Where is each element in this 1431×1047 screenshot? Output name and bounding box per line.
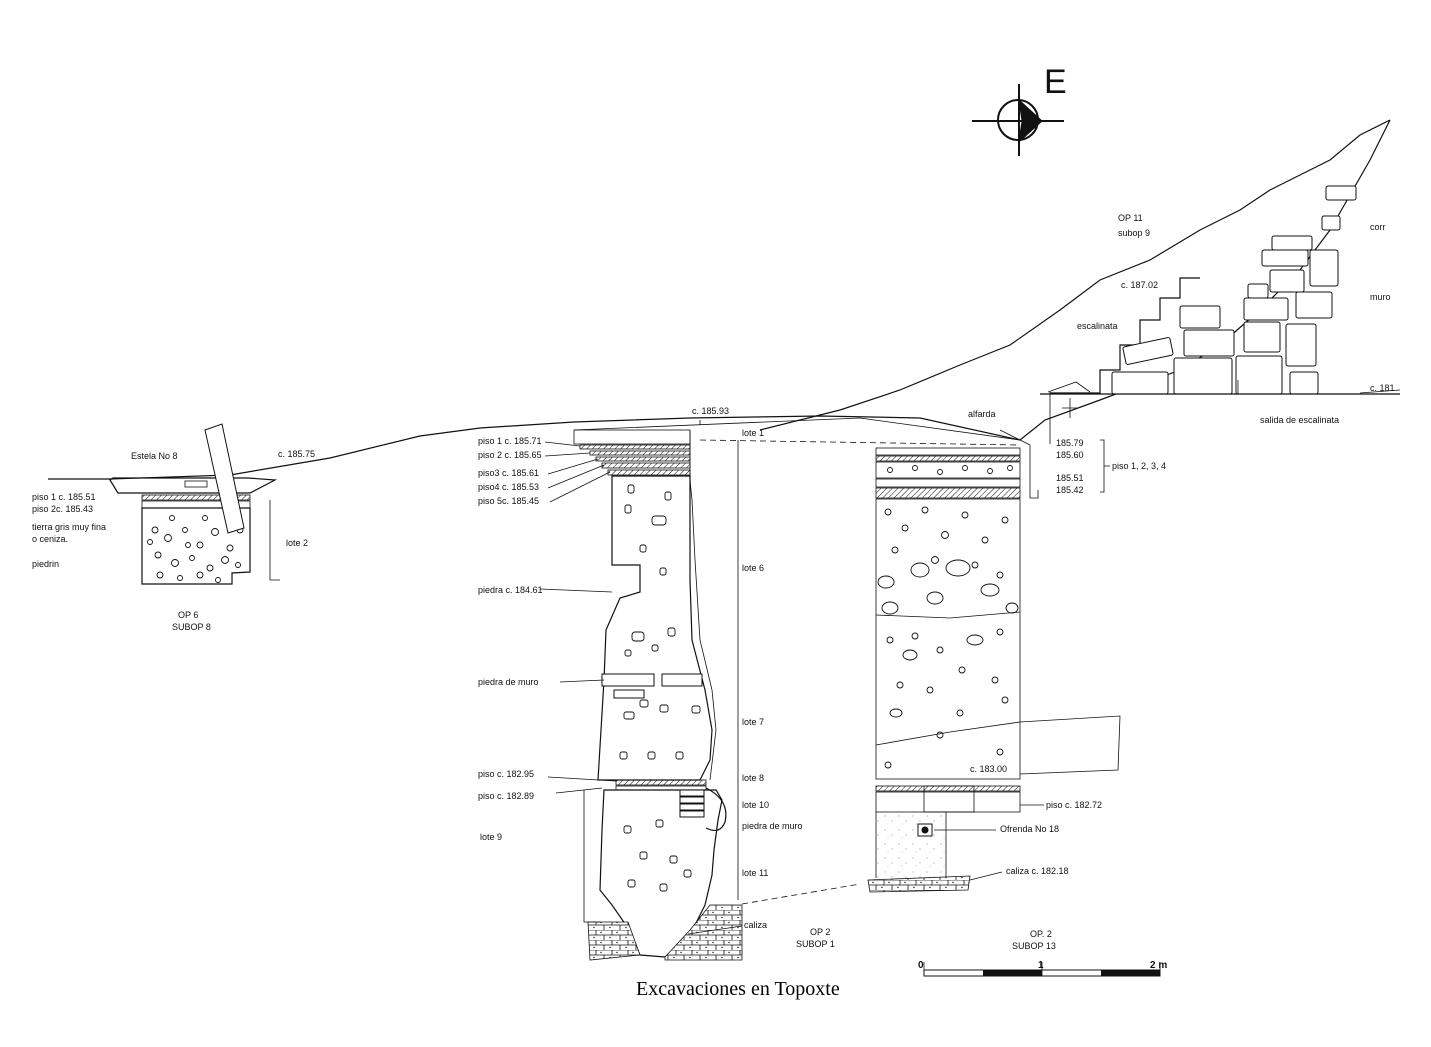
op11-staircase: escalinata — [1077, 321, 1118, 331]
op2-wall-stone-2: piedra de muro — [742, 821, 803, 831]
op2-floor-b: piso c. 182.89 — [478, 791, 534, 801]
op2-subop1-subtitle: SUBOP 1 — [796, 939, 835, 949]
op6-lot: lote 2 — [286, 538, 308, 548]
op6-rubble: piedrin — [32, 559, 59, 569]
op2-s13-level-3: 185.51 — [1056, 473, 1084, 483]
op2-floor-4: piso4 c. 185.53 — [478, 482, 539, 492]
op2-subop1-title: OP 2 — [810, 927, 830, 937]
op2-bedrock: caliza — [744, 920, 767, 930]
op2-top-level: c. 185.93 — [692, 406, 729, 416]
op2-lot-11: lote 11 — [742, 868, 768, 878]
op2-lot-9: lote 9 — [480, 832, 502, 842]
op11-level-right: c. 181 — [1370, 383, 1395, 393]
op2-stone-level: piedra c. 184.61 — [478, 585, 543, 595]
op2-s13-level-2: 185.60 — [1056, 450, 1084, 460]
op11-subtitle: subop 9 — [1118, 228, 1150, 238]
op6-soil-line1: tierra gris muy fina — [32, 522, 106, 532]
op2-floor-1: piso 1 c. 185.71 — [478, 436, 542, 446]
op11-structure — [1040, 185, 1401, 444]
op2-s13-offering: Ofrenda No 18 — [1000, 824, 1059, 834]
op2-s13-level-mid: c. 183.00 — [970, 764, 1007, 774]
op6-floor2: piso 2c. 185.43 — [32, 504, 93, 514]
op6-floor1: piso 1 c. 185.51 — [32, 492, 96, 502]
op11-exit: salida de escalinata — [1260, 415, 1339, 425]
op2-floor-leaders — [539, 441, 617, 794]
op11-title: OP 11 — [1118, 213, 1143, 223]
op2-s13-level-4: 185.42 — [1056, 485, 1084, 495]
orientation-letter: E — [1044, 63, 1067, 101]
op6-ground-level: c. 185.75 — [278, 449, 315, 459]
op11-corr: corr — [1370, 222, 1386, 232]
op2-floor-2: piso 2 c. 185.65 — [478, 450, 542, 460]
scale-tick-1: 1 — [1038, 960, 1044, 971]
scale-bar — [923, 962, 1161, 977]
op2-floor-3: piso3 c. 185.61 — [478, 468, 539, 478]
op2-s13-bedrock: caliza c. 182.18 — [1006, 866, 1069, 876]
op2-s13-alfarda: alfarda — [968, 409, 996, 419]
figure-caption: Excavaciones en Topoxte — [636, 978, 840, 1000]
op6-section — [109, 423, 280, 585]
op2-s13-level-1: 185.79 — [1056, 438, 1084, 448]
orientation-arrow-icon — [972, 84, 1064, 156]
op6-title: OP 6 — [178, 610, 198, 620]
op11-wall: muro — [1370, 292, 1391, 302]
op2-lot-1: lote 1 — [742, 428, 764, 438]
op2-subop13-subtitle: SUBOP 13 — [1012, 941, 1056, 951]
op2-floor-a: piso c. 182.95 — [478, 769, 534, 779]
op2-subop13-title: OP. 2 — [1030, 929, 1052, 939]
hill-slope-line — [759, 119, 1391, 431]
op11-level: c. 187.02 — [1121, 280, 1158, 290]
op2-floor-5: piso 5c. 185.45 — [478, 496, 539, 506]
op2-s13-floor: piso c. 182.72 — [1046, 800, 1102, 810]
op2-wall-stone: piedra de muro — [478, 677, 539, 687]
op6-subtitle: SUBOP 8 — [172, 622, 211, 632]
op2-s13-floors-group: piso 1, 2, 3, 4 — [1112, 461, 1166, 471]
op2-lot-10: lote 10 — [742, 800, 769, 810]
op2-subop1-section — [573, 429, 1021, 961]
ground-surface-line-2 — [573, 417, 1021, 441]
ground-surface-line — [48, 119, 1391, 480]
op6-stela-label: Estela No 8 — [131, 451, 178, 461]
scale-tick-0: 0 — [918, 960, 924, 971]
op6-soil-line2: o ceniza. — [32, 534, 68, 544]
op2-lot-8: lote 8 — [742, 773, 764, 783]
op2-lot-7: lote 7 — [742, 717, 764, 727]
scale-tick-2: 2 m — [1150, 960, 1167, 971]
op2-lot-6: lote 6 — [742, 563, 764, 573]
op2-subop13-section — [867, 429, 1121, 893]
